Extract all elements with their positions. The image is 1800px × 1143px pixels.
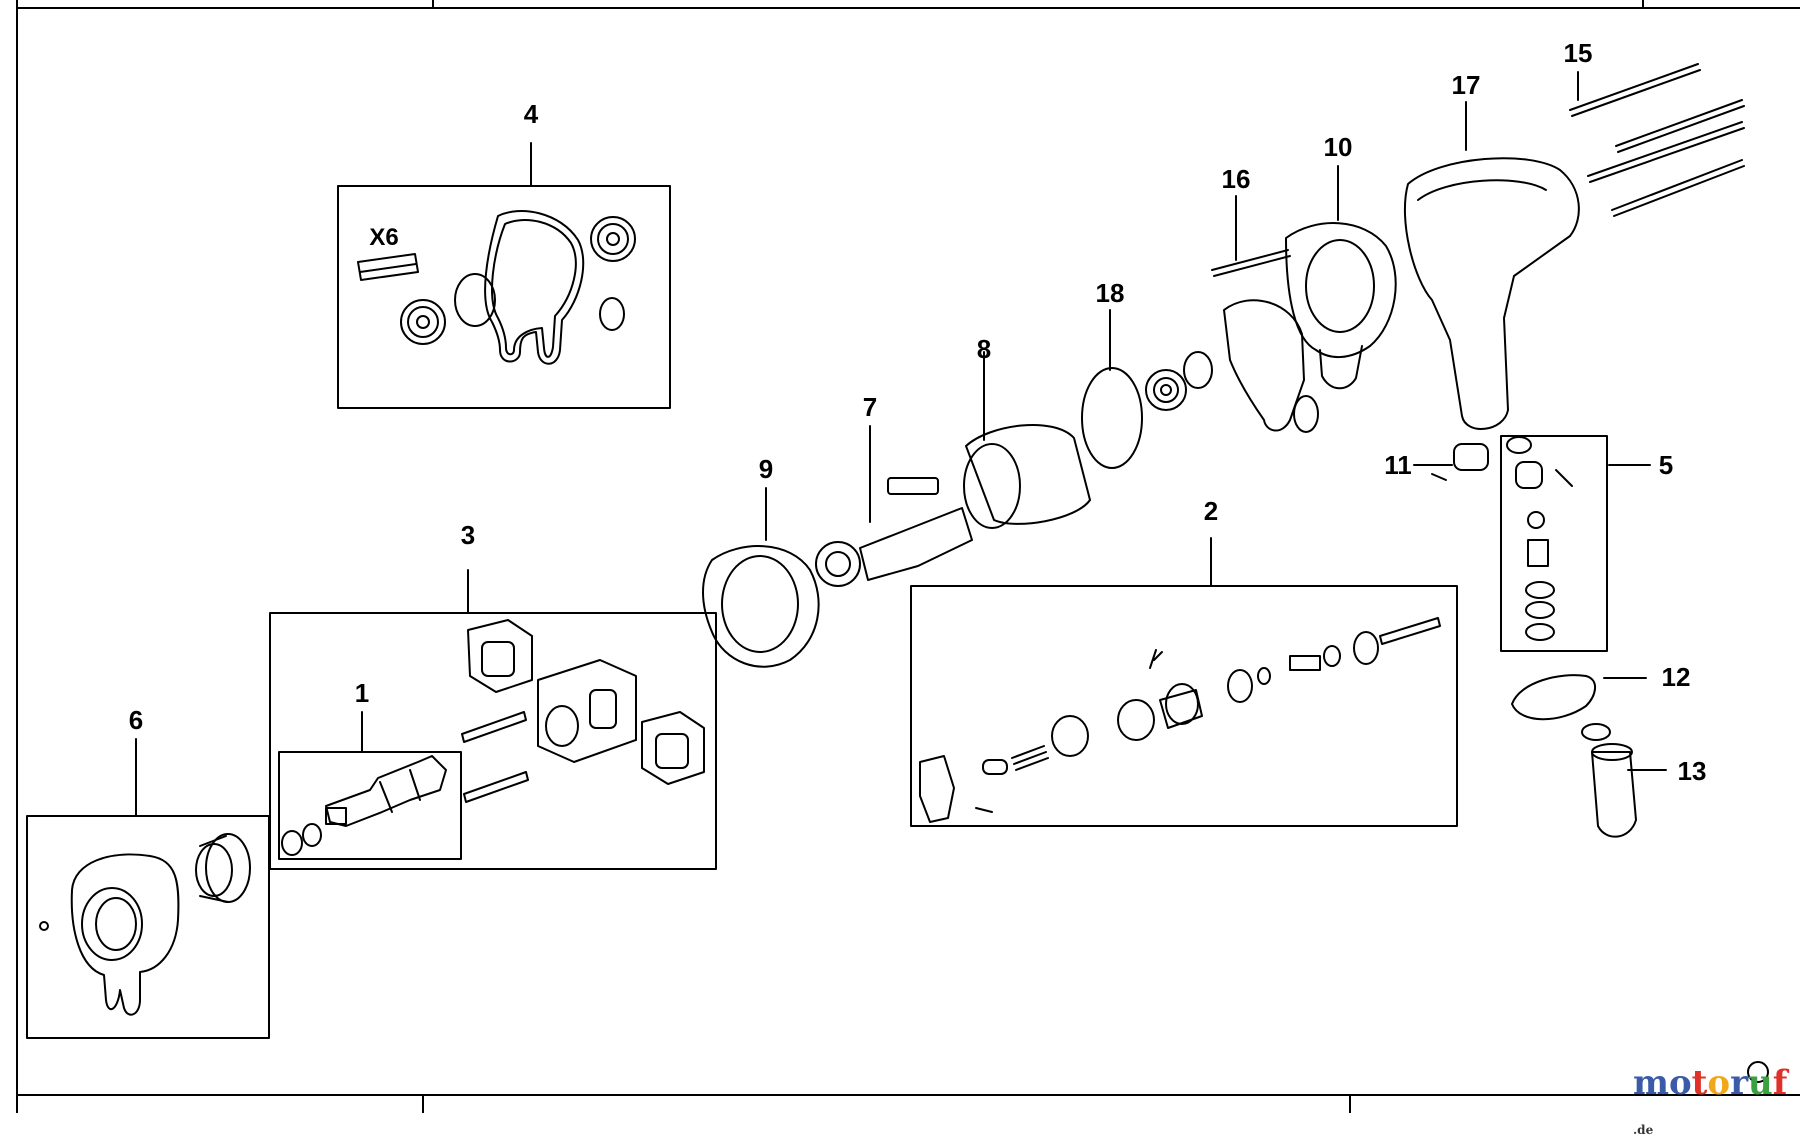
o-ring-part bbox=[454, 273, 496, 327]
front-housing-box bbox=[26, 738, 270, 1039]
watermark-letter: f bbox=[1772, 1063, 1788, 1103]
callout-12: 12 bbox=[1662, 662, 1691, 692]
gasket-part bbox=[1223, 299, 1319, 433]
hammer-pin-part bbox=[1431, 473, 1447, 481]
end-plate-part-9 bbox=[702, 487, 820, 668]
bearing-part bbox=[400, 216, 636, 345]
watermark-suffix: .de bbox=[1633, 1123, 1654, 1137]
rear-plate-part-18 bbox=[1081, 309, 1143, 469]
gasket-part bbox=[484, 210, 585, 365]
tie-bolt-part-16 bbox=[1211, 195, 1291, 277]
copyright-mark bbox=[1747, 1061, 1769, 1083]
tool-housing-part-17 bbox=[1404, 101, 1580, 430]
motor-housing-part-10 bbox=[1285, 165, 1397, 390]
watermark-letter: o bbox=[1668, 1063, 1692, 1103]
cap-part-11 bbox=[1413, 443, 1489, 471]
watermark-letter: r bbox=[1730, 1063, 1748, 1103]
hammer-cage-part bbox=[467, 619, 705, 785]
watermark-letter: u bbox=[1748, 1063, 1773, 1103]
callout-8: 8 bbox=[977, 334, 991, 364]
callout-11: 11 bbox=[1384, 450, 1412, 480]
watermark-logo: motoruf .de bbox=[1633, 1063, 1800, 1143]
valve-kit-box bbox=[910, 537, 1458, 827]
callout-10: 10 bbox=[1324, 132, 1353, 162]
drawing-frame bbox=[16, 0, 1800, 1113]
trigger-part bbox=[919, 755, 955, 823]
key-part bbox=[357, 253, 419, 281]
callout-2: 2 bbox=[1204, 496, 1218, 526]
callout-1: 1 bbox=[355, 678, 369, 708]
callout-7: 7 bbox=[863, 392, 877, 422]
callout-16: 16 bbox=[1222, 164, 1251, 194]
exploded-parts-diagram: 4 X6 3 1 6 9 7 8 18 16 10 17 15 2 11 5 1… bbox=[16, 0, 1800, 1113]
valve-parts bbox=[975, 617, 1441, 813]
anvil-box bbox=[278, 711, 462, 860]
callout-18: 18 bbox=[1096, 278, 1125, 308]
callout-5: 5 bbox=[1659, 450, 1673, 480]
kit-5-box bbox=[1500, 435, 1651, 652]
o-ring-part bbox=[281, 830, 303, 856]
pin-part bbox=[461, 711, 529, 803]
o-ring-part bbox=[302, 823, 322, 847]
callout-9: 9 bbox=[759, 454, 773, 484]
callout-17: 17 bbox=[1452, 70, 1481, 100]
callout-13: 13 bbox=[1678, 756, 1707, 786]
callout-6: 6 bbox=[129, 705, 143, 735]
callout-4: 4 bbox=[524, 99, 539, 129]
watermark-letter: m bbox=[1633, 1063, 1669, 1103]
rotor-part-7 bbox=[815, 425, 973, 587]
anvil-part bbox=[325, 755, 447, 827]
watermark-letter: t bbox=[1691, 1063, 1708, 1103]
quantity-x6: X6 bbox=[369, 224, 398, 251]
long-bolt-part-15 bbox=[1569, 63, 1745, 217]
bushing-part bbox=[195, 833, 251, 903]
o-ring-part bbox=[599, 297, 625, 331]
watermark-letter: o bbox=[1707, 1063, 1731, 1103]
rear-bearing-part bbox=[1145, 351, 1213, 411]
cylinder-part-8 bbox=[963, 351, 1091, 529]
kit-4-box bbox=[337, 142, 671, 409]
regulator-parts bbox=[1506, 436, 1573, 641]
callout-15: 15 bbox=[1564, 38, 1593, 68]
air-inlet-part-12 bbox=[1511, 674, 1647, 721]
kit-3-box bbox=[269, 569, 717, 870]
callout-3: 3 bbox=[461, 520, 475, 550]
inlet-bushing-part-13 bbox=[1581, 723, 1667, 838]
front-housing-part bbox=[39, 853, 180, 1016]
